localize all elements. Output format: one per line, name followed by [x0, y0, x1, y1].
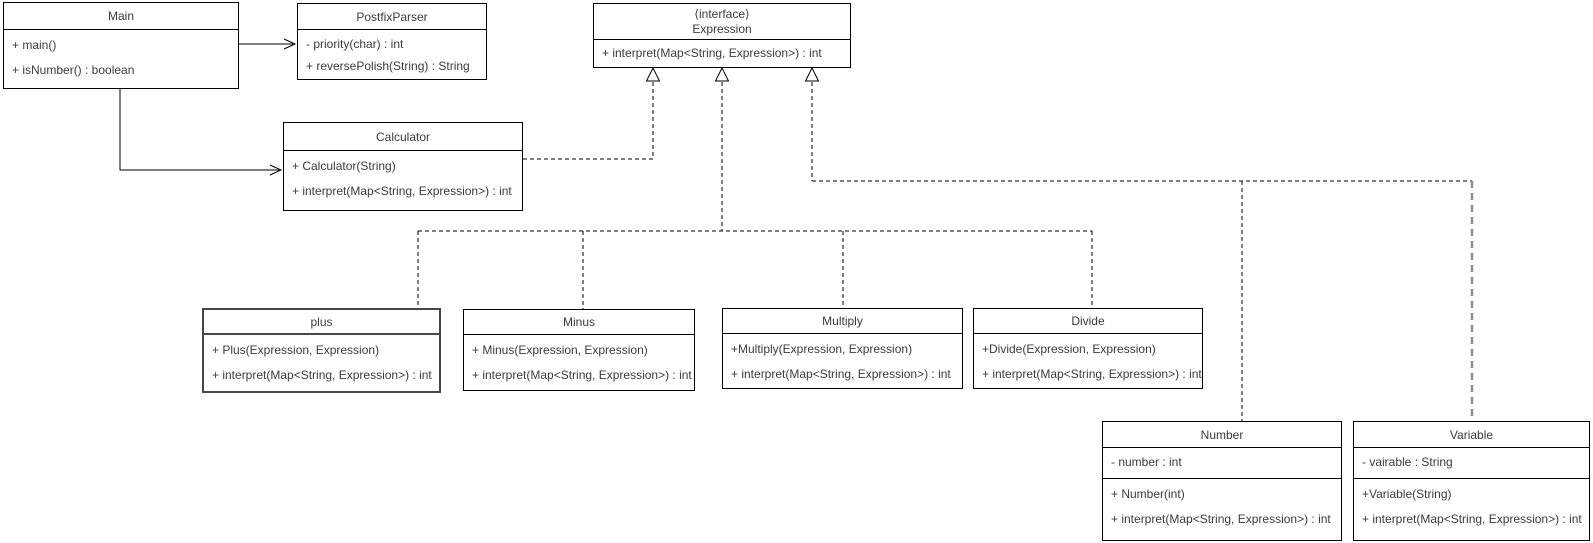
- method: +Variable(String): [1362, 487, 1452, 501]
- edge-calculator-expression[interactable]: [523, 66, 661, 160]
- method: + Calculator(String): [292, 159, 396, 173]
- class-number[interactable]: Number - number : int + Number(int) + in…: [1102, 421, 1342, 541]
- method: + interpret(Map<String, Expression>) : i…: [731, 367, 951, 381]
- class-main-title: Main: [4, 3, 238, 30]
- class-variable[interactable]: Variable - vairable : String +Variable(S…: [1353, 421, 1590, 541]
- edge-number-variable-expression[interactable]: [804, 66, 1474, 421]
- class-expression-title: ⟨interface⟩ Expression: [594, 4, 850, 40]
- method: + interpret(Map<String, Expression>) : i…: [472, 368, 692, 382]
- method: + Number(int): [1111, 487, 1185, 501]
- class-minus-title: Minus: [464, 310, 694, 335]
- stereotype-label: ⟨interface⟩: [694, 6, 750, 21]
- method: + interpret(Map<String, Expression>) : i…: [602, 46, 822, 60]
- class-multiply[interactable]: Multiply +Multiply(Expression, Expressio…: [722, 308, 963, 389]
- class-divide-title: Divide: [974, 309, 1202, 334]
- class-postfixparser-title: PostfixParser: [298, 4, 486, 30]
- attribute: - number : int: [1111, 455, 1182, 469]
- edge-main-postfixparser[interactable]: [239, 38, 297, 50]
- method: + interpret(Map<String, Expression>) : i…: [292, 184, 512, 198]
- method: + main(): [12, 38, 57, 52]
- method: + reversePolish(String) : String: [306, 59, 470, 73]
- class-minus[interactable]: Minus + Minus(Expression, Expression) + …: [463, 309, 695, 391]
- class-calculator[interactable]: Calculator + Calculator(String) + interp…: [283, 122, 523, 211]
- method: +Multiply(Expression, Expression): [731, 342, 913, 356]
- method: + interpret(Map<String, Expression>) : i…: [1111, 512, 1331, 526]
- class-plus-title: plus: [204, 310, 439, 335]
- attribute: - vairable : String: [1362, 455, 1453, 469]
- edge-main-calculator[interactable]: [119, 89, 283, 176]
- edge-operators-expression[interactable]: [417, 66, 1093, 309]
- class-calculator-title: Calculator: [284, 123, 522, 151]
- method: + interpret(Map<String, Expression>) : i…: [982, 367, 1202, 381]
- class-postfixparser[interactable]: PostfixParser - priority(char) : int + r…: [297, 3, 487, 80]
- method: +Divide(Expression, Expression): [982, 342, 1156, 356]
- method: + Minus(Expression, Expression): [472, 343, 648, 357]
- class-name-label: Expression: [692, 21, 752, 36]
- class-multiply-title: Multiply: [723, 309, 962, 334]
- method: + Plus(Expression, Expression): [212, 343, 380, 357]
- class-divide[interactable]: Divide +Divide(Expression, Expression) +…: [973, 308, 1203, 389]
- class-plus[interactable]: plus + Plus(Expression, Expression) + in…: [202, 308, 441, 393]
- method: + isNumber() : boolean: [12, 63, 135, 77]
- class-variable-title: Variable: [1354, 422, 1589, 448]
- method: + interpret(Map<String, Expression>) : i…: [212, 368, 432, 382]
- class-number-title: Number: [1103, 422, 1341, 448]
- method: - priority(char) : int: [306, 37, 404, 51]
- class-expression[interactable]: ⟨interface⟩ Expression + interpret(Map<S…: [593, 3, 851, 68]
- class-main[interactable]: Main + main() + isNumber() : boolean: [3, 2, 239, 89]
- method: + interpret(Map<String, Expression>) : i…: [1362, 512, 1582, 526]
